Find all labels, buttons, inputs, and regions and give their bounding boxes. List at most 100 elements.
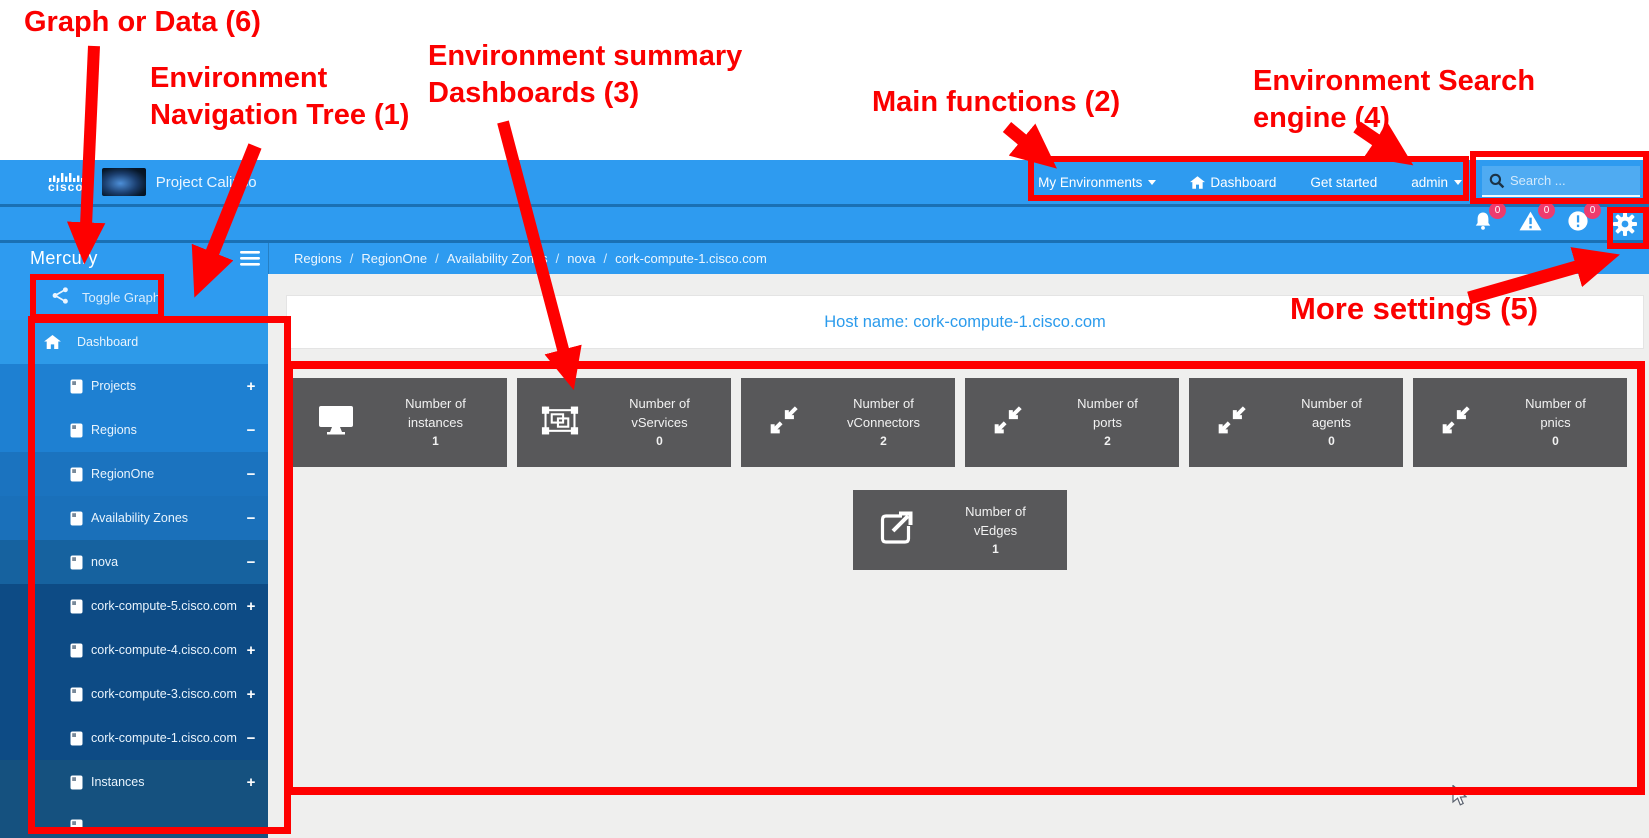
tile-value: 1 — [432, 434, 439, 448]
tree-item-label: nova — [91, 555, 119, 569]
topnav-item[interactable]: My Environments — [1038, 175, 1157, 190]
search-input[interactable] — [1482, 166, 1640, 195]
tile-text: Number of ports 2 — [1050, 394, 1179, 451]
menu-icon[interactable] — [240, 251, 260, 271]
share-graph-icon — [52, 287, 69, 307]
caret-down-icon — [1148, 179, 1157, 185]
tree-item[interactable]: nova − — [0, 540, 268, 584]
expand-toggle[interactable]: − — [246, 553, 256, 571]
exclamation-circle-icon — [1568, 211, 1588, 236]
tile-prefix: Number of — [1077, 396, 1138, 411]
expand-toggle[interactable]: + — [246, 685, 256, 703]
tree-item[interactable]: cork-compute-3.cisco.com + — [0, 672, 268, 716]
tree-item-label: cork-compute-1.cisco.com — [91, 731, 237, 745]
tile-text: Number of vEdges 1 — [938, 502, 1067, 559]
breadcrumb-link[interactable]: Regions — [294, 251, 342, 266]
summary-tile[interactable]: Number of vServices 0 — [517, 378, 731, 467]
expand-toggle[interactable]: − — [246, 421, 256, 439]
notification-item[interactable]: 0 — [1568, 202, 1601, 236]
compress-arrows-icon — [767, 403, 801, 442]
settings-gear-icon[interactable] — [1612, 211, 1638, 237]
breadcrumb-link[interactable]: nova — [567, 251, 596, 266]
tile-value: 0 — [1328, 434, 1335, 448]
document-icon — [70, 775, 83, 790]
document-icon — [70, 467, 83, 482]
summary-tile[interactable]: Number of vConnectors 2 — [741, 378, 955, 467]
tile-metric-name: vConnectors — [847, 415, 920, 430]
notification-bar: 0 0 — [0, 202, 1649, 240]
tree-item[interactable]: Dashboard — [0, 320, 268, 364]
expand-toggle[interactable]: − — [246, 509, 256, 527]
tree-item[interactable]: Regions − — [0, 408, 268, 452]
tile-metric-name: pnics — [1540, 415, 1571, 430]
breadcrumb-separator: / — [603, 251, 608, 266]
expand-toggle[interactable]: + — [246, 597, 256, 615]
tile-prefix: Number of — [629, 396, 690, 411]
cisco-brand-text: cisco — [48, 179, 84, 194]
expand-toggle[interactable]: − — [246, 729, 256, 747]
tile-metric-name: instances — [408, 415, 463, 430]
notification-badge: 0 — [1489, 202, 1506, 219]
main-content: Host name: cork-compute-1.cisco.com — [268, 274, 1649, 838]
topnav-item[interactable]: admin — [1411, 175, 1462, 190]
breadcrumb: Regions/ RegionOne/ Availability Zones/ … — [268, 243, 1649, 274]
tile-metric-name: ports — [1093, 415, 1122, 430]
notification-item[interactable]: 0 — [1519, 202, 1555, 236]
breadcrumb-item: RegionOne/ — [361, 251, 446, 266]
expand-toggle[interactable]: + — [246, 773, 256, 791]
tree-item[interactable]: Availability Zones − — [0, 496, 268, 540]
tree-item-label: Instances — [91, 775, 145, 789]
tile-icon — [853, 510, 938, 551]
document-icon — [70, 731, 83, 746]
breadcrumb-link[interactable]: RegionOne — [361, 251, 428, 266]
sidebar-header: Mercury — [0, 243, 268, 274]
breadcrumb-item: cork-compute-1.cisco.com/ — [615, 251, 767, 266]
app-title: Project Calipso — [155, 173, 257, 191]
topnav-item[interactable]: Dashboard — [1190, 175, 1276, 190]
compress-arrows-icon — [1439, 403, 1473, 442]
expand-toggle[interactable]: − — [246, 465, 256, 483]
summary-tile[interactable]: Number of agents 0 — [1189, 378, 1403, 467]
summary-tiles-row-2: Number of vEdges 1 — [853, 490, 1067, 570]
tile-text: Number of vConnectors 2 — [826, 394, 955, 451]
tree-item[interactable] — [0, 804, 268, 838]
notification-item[interactable]: 0 — [1473, 202, 1506, 236]
tree-item[interactable]: Instances + — [0, 760, 268, 804]
tree-item[interactable]: cork-compute-4.cisco.com + — [0, 628, 268, 672]
tree-item[interactable]: RegionOne − — [0, 452, 268, 496]
tile-icon — [1413, 403, 1498, 442]
tile-text: Number of instances 1 — [378, 394, 507, 451]
document-icon — [70, 643, 83, 658]
expand-toggle[interactable]: + — [246, 377, 256, 395]
tile-metric-name: vServices — [631, 415, 688, 430]
breadcrumb-item: nova / — [567, 251, 615, 266]
topnav-item-label: Get started — [1310, 174, 1378, 190]
tree-item[interactable]: cork-compute-1.cisco.com − — [0, 716, 268, 760]
cisco-logo: cisco — [48, 172, 84, 193]
tile-icon — [1189, 403, 1274, 442]
toggle-graph-button[interactable]: Toggle Graph — [52, 287, 160, 307]
nav-tree-list: Dashboard Projects + — [0, 320, 268, 838]
breadcrumb-link[interactable]: cork-compute-1.cisco.com — [615, 251, 767, 266]
document-icon — [70, 423, 83, 438]
topnav-item[interactable]: Get started — [1310, 175, 1377, 190]
bell-icon — [1473, 211, 1493, 236]
tree-item[interactable]: cork-compute-5.cisco.com + — [0, 584, 268, 628]
annotation-main-functions: Main functions (2) — [872, 86, 1121, 118]
tree-item[interactable]: Projects + — [0, 364, 268, 408]
top-header-bar: cisco Project Calipso My Environments Da… — [0, 160, 1649, 204]
summary-tile[interactable]: Number of instances 1 — [293, 378, 507, 467]
summary-tile[interactable]: Number of pnics 0 — [1413, 378, 1627, 467]
expand-toggle[interactable]: + — [246, 641, 256, 659]
tree-item-label: RegionOne — [91, 467, 155, 481]
search-icon — [1489, 173, 1505, 194]
summary-tile[interactable]: Number of vEdges 1 — [853, 490, 1067, 570]
breadcrumb-separator: / — [555, 251, 560, 266]
toggle-graph-row: Toggle Graph — [0, 274, 268, 320]
breadcrumb-link[interactable]: Availability Zones — [446, 251, 548, 266]
toggle-graph-label: Toggle Graph — [82, 289, 161, 305]
summary-tile[interactable]: Number of ports 2 — [965, 378, 1179, 467]
